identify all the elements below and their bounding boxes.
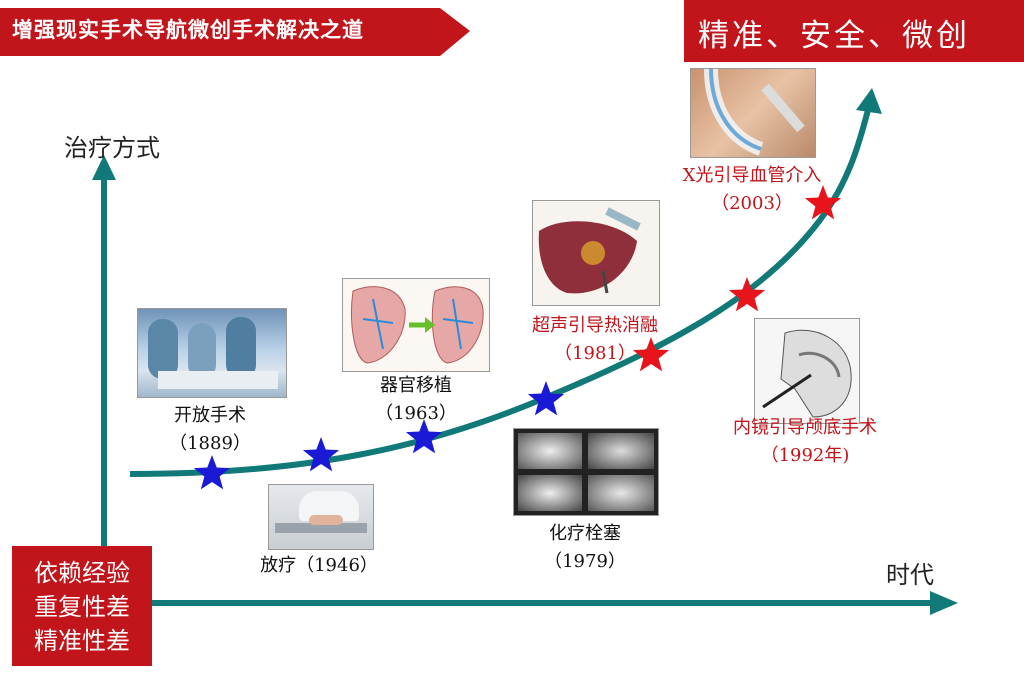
xray-vascular-label: X光引导血管介入 （2003） [652, 162, 852, 218]
limitation-precision: 精准性差 [34, 627, 130, 655]
endoscopic-skull-base-year: （1992年) [760, 445, 850, 466]
open-surgery-year: （1889） [169, 433, 251, 454]
chemoembolization-star [527, 381, 565, 416]
chemoembolization-name: 化疗栓塞 [549, 523, 621, 544]
chemoembolization-label: 化疗栓塞 （1979） [525, 520, 645, 576]
chemoembolization-year: （1979） [544, 551, 626, 572]
organ-transplant-label: 器官移植 （1963） [356, 372, 476, 428]
ultrasound-ablation-star [632, 337, 670, 372]
organ-transplant-illustration [342, 278, 490, 372]
ultrasound-ablation-illustration [532, 200, 660, 306]
organ-transplant-name: 器官移植 [380, 375, 452, 396]
banner-title: 增强现实手术导航微创手术解决之道 [12, 18, 364, 42]
organ-transplant-star [405, 419, 443, 454]
xray-vascular-illustration [690, 68, 816, 158]
y-axis-label: 治疗方式 [64, 134, 160, 162]
open-surgery-name: 开放手术 [174, 405, 246, 426]
y-axis-arrowhead [92, 155, 116, 180]
organ-transplant-year: （1963） [375, 403, 457, 424]
limitation-experience: 依赖经验 [34, 559, 130, 587]
xray-vascular-star [804, 185, 842, 220]
limitations-box: 依赖经验 重复性差 精准性差 [12, 546, 152, 666]
xray-vascular-name: X光引导血管介入 [682, 165, 822, 186]
radiotherapy-star [302, 437, 340, 472]
open-surgery-star [193, 455, 231, 490]
tagline-box: 精准、安全、微创 [684, 0, 1024, 62]
header-banner [0, 8, 470, 56]
chemoembolization-angiograms [513, 428, 659, 516]
radiotherapy-photo [268, 484, 374, 550]
ultrasound-ablation-year: （1981） [554, 343, 636, 364]
ultrasound-ablation-name: 超声引导热消融 [532, 315, 658, 336]
x-axis-arrowhead [930, 591, 958, 615]
radiotherapy-label: 放疗（1946） [260, 555, 378, 576]
endoscopic-skull-base-name: 内镜引导颅底手术 [733, 417, 877, 438]
xray-vascular-year: （2003） [711, 193, 793, 214]
limitation-repeatability: 重复性差 [34, 593, 130, 621]
open-surgery-label: 开放手术 （1889） [150, 402, 270, 458]
open-surgery-photo [137, 308, 287, 398]
x-axis-label: 时代 [886, 561, 934, 589]
endoscopic-skull-base-label: 内镜引导颅底手术 （1992年) [700, 414, 910, 470]
curve-arrowhead [856, 88, 882, 114]
endoscopic-skull-base-star [728, 277, 766, 312]
tagline: 精准、安全、微创 [698, 18, 970, 54]
endoscopic-skull-base-illustration [754, 318, 860, 424]
ultrasound-ablation-label: 超声引导热消融 （1981） [505, 312, 685, 368]
